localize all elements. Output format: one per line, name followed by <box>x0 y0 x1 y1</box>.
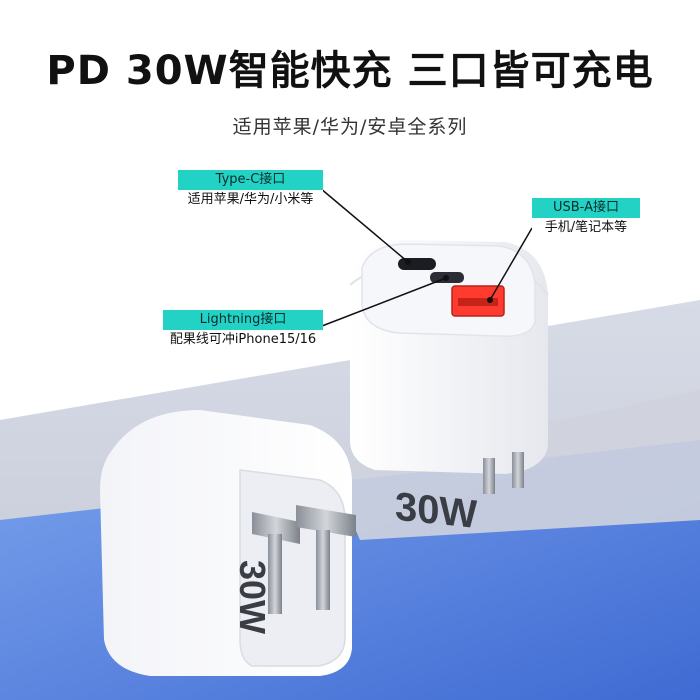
callout-type-c-desc: 适用苹果/华为/小米等 <box>178 190 323 210</box>
leader-usb-a <box>489 227 533 301</box>
callout-usb-a-desc: 手机/笔记本等 <box>532 218 640 238</box>
prong-left <box>483 458 495 494</box>
wattage-print: 30W <box>395 485 477 538</box>
leader-type-c <box>319 187 409 263</box>
callout-usb-a: USB-A接口 手机/笔记本等 <box>532 198 640 238</box>
leader-dot-lightning <box>443 275 449 281</box>
charger-upright: 30W <box>349 240 549 538</box>
callout-lightning-title: Lightning接口 <box>163 310 323 330</box>
callout-type-c: Type-C接口 适用苹果/华为/小米等 <box>178 170 323 210</box>
headline: PD 30W智能快充 三口皆可充电 <box>46 48 654 94</box>
prong-front-right <box>316 530 330 610</box>
callout-lightning-desc: 配果线可冲iPhone15/16 <box>163 330 323 350</box>
charger-lying: 30W <box>100 410 356 676</box>
subheadline: 适用苹果/华为/安卓全系列 <box>232 116 468 138</box>
leader-lightning <box>321 277 447 327</box>
callout-type-c-title: Type-C接口 <box>178 170 323 190</box>
wattage-print-side: 30W <box>232 560 273 634</box>
leader-dot-usb-a <box>487 297 493 303</box>
callout-lightning: Lightning接口 配果线可冲iPhone15/16 <box>163 310 323 350</box>
leader-dot-type-c <box>405 259 411 265</box>
callout-usb-a-title: USB-A接口 <box>532 198 640 218</box>
prong-right <box>512 452 524 488</box>
prong-front-left <box>268 534 282 614</box>
usb-c-port <box>398 258 436 270</box>
